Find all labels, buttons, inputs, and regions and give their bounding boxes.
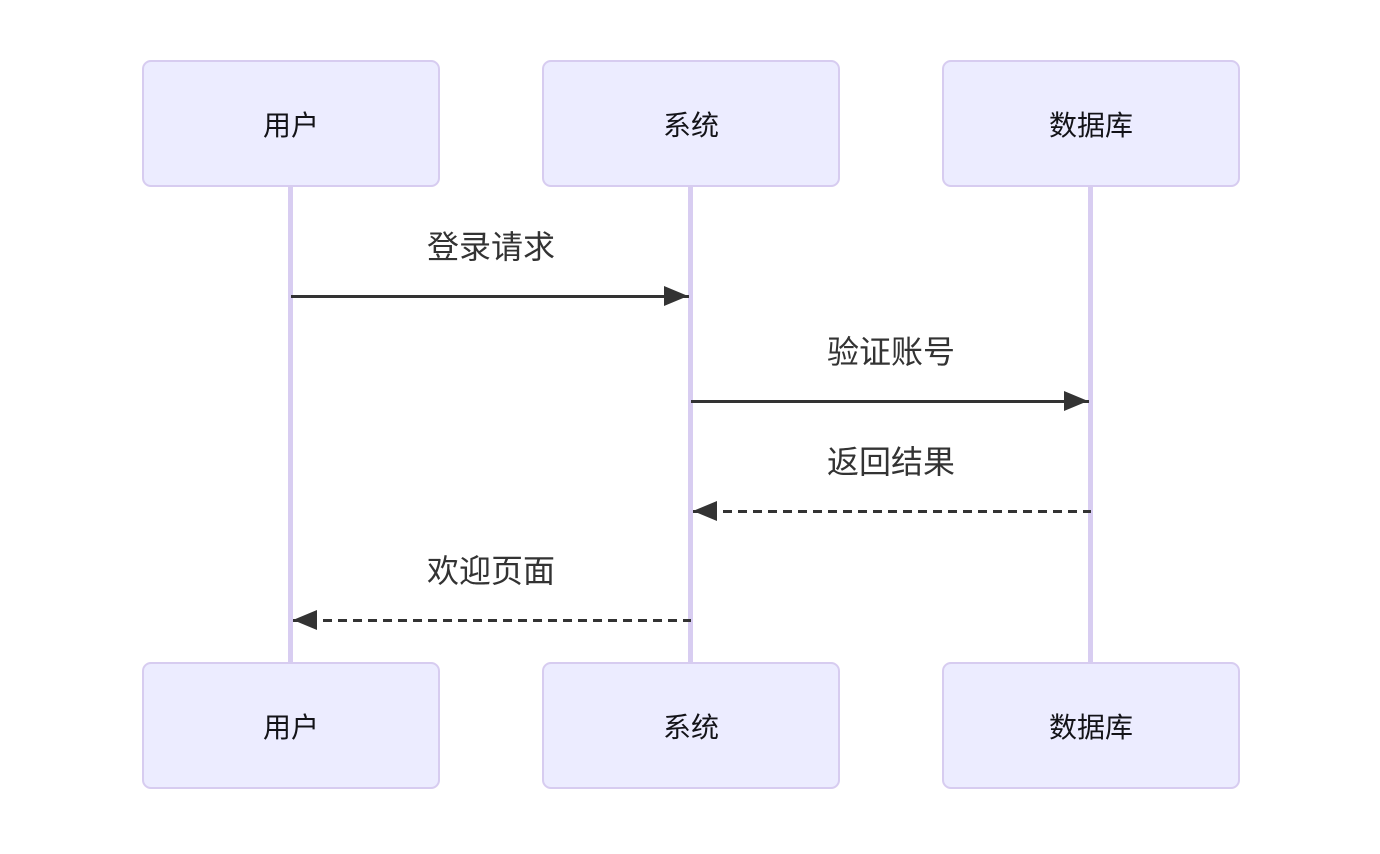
actor-box-database-bottom: 数据库: [942, 662, 1240, 789]
actor-box-database-top: 数据库: [942, 60, 1240, 187]
actor-label-system: 系统: [662, 711, 719, 743]
message-line-return-result: [693, 510, 1091, 513]
message-line-login-request: [291, 295, 689, 298]
message-label-welcome-page: 欢迎页面: [426, 553, 556, 589]
actor-label-system: 系统: [662, 109, 719, 141]
message-label-login-request: 登录请求: [426, 229, 556, 265]
actor-box-user-top: 用户: [142, 60, 440, 187]
lifeline-user: [288, 187, 293, 662]
lifeline-database: [1088, 187, 1093, 662]
actor-label-user: 用户: [262, 711, 319, 743]
actor-label-user: 用户: [262, 109, 319, 141]
message-line-verify-account: [691, 400, 1089, 403]
actor-box-user-bottom: 用户: [142, 662, 440, 789]
actor-box-system-bottom: 系统: [542, 662, 840, 789]
actor-label-database: 数据库: [1048, 109, 1133, 141]
message-label-verify-account: 验证账号: [826, 334, 956, 370]
actor-box-system-top: 系统: [542, 60, 840, 187]
arrowhead-left-icon: [293, 610, 317, 630]
message-label-return-result: 返回结果: [826, 444, 956, 480]
arrowhead-left-icon: [693, 501, 717, 521]
actor-label-database: 数据库: [1048, 711, 1133, 743]
arrowhead-right-icon: [1064, 391, 1088, 411]
message-line-welcome-page: [293, 619, 691, 622]
arrowhead-right-icon: [664, 286, 688, 306]
lifeline-system: [688, 187, 693, 662]
